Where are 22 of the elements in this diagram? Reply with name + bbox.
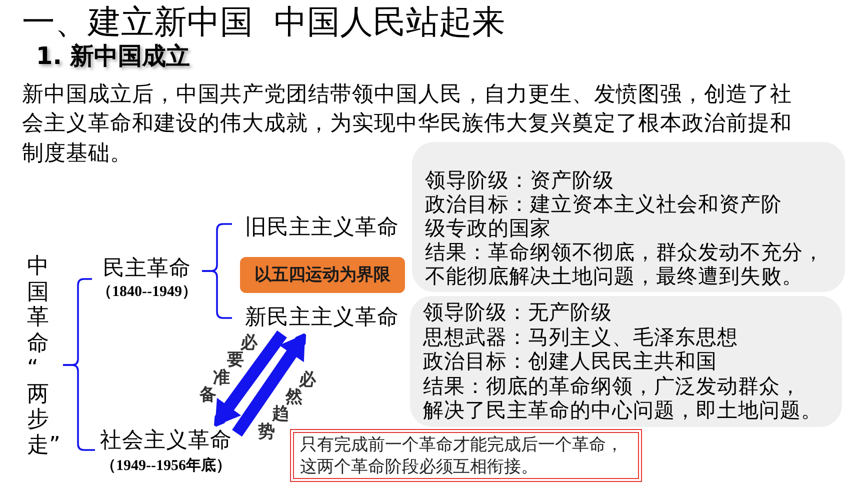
branch-label: 旧民主主义革命 bbox=[245, 214, 400, 242]
title: 一、建立新中国 中国人民站起来 bbox=[22, 2, 505, 42]
info-text: 政治目标：建立资本主义社会和资产阶级专政的国家 bbox=[425, 192, 783, 240]
info-text: 政治目标：创建人民民主共和国 bbox=[423, 349, 718, 374]
info-text: 思想武器：马列主义、毛泽东思想 bbox=[423, 324, 739, 349]
vertical-text: 中国革命“两步走” bbox=[27, 254, 63, 458]
date-range: （1840--1949） bbox=[96, 283, 198, 302]
arrow bbox=[214, 330, 287, 428]
arrow bbox=[232, 332, 306, 437]
edge-label: 必要准备 bbox=[198, 332, 259, 405]
info-text: 结果：革命纲领不彻底，群众发动不充分，不能彻底解决土地问题，最终遭到失败。 bbox=[425, 240, 825, 288]
info-text: 领导阶级：资产阶级 bbox=[425, 168, 615, 192]
branch-label: 新民主主义革命 bbox=[245, 304, 400, 332]
branch-label: 社会主义革命 bbox=[99, 427, 233, 455]
highlight-box: 以五四运动为界限 bbox=[240, 257, 405, 293]
info-text: 结果：彻底的革命纲领，广泛发动群众，解决了民主革命的中心问题，即土地问题。 bbox=[423, 374, 823, 422]
paragraph: 新中国成立后，中国共产党团结带领中国人民，自力更生、发愤图强，创造了社会主义革命和建设的伟大成就，为实现中华民族伟大复兴奠定了根本政治前提和制度基础。 bbox=[22, 81, 793, 168]
branch-label: 民主革命 bbox=[102, 255, 192, 282]
brace-connector bbox=[63, 364, 95, 451]
section-heading: 1. 新中国成立 bbox=[36, 41, 190, 72]
info-text: 领导阶级：无产阶级 bbox=[423, 300, 613, 324]
date-range: （1949--1956年底） bbox=[100, 456, 232, 476]
